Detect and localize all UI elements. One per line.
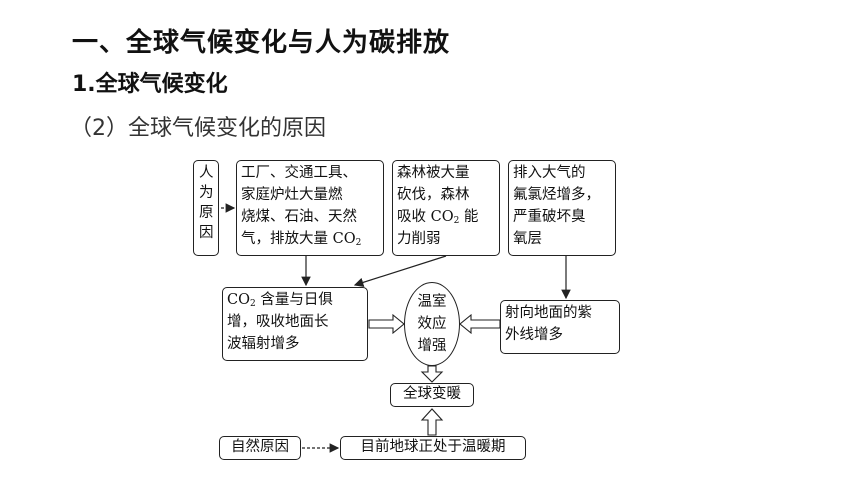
deforestation-line-3-subscript: 2 — [453, 216, 460, 226]
hollow-arrow-greenhouse-to-warming — [420, 365, 444, 383]
cfc-line-2: 氟氯烃增多， — [513, 187, 600, 203]
cfc-box: 排入大气的 氟氯烃增多， 严重破坏臭 氧层 — [508, 160, 616, 256]
uv-increase-line-1: 射向地面的紫 — [505, 305, 592, 321]
fuel-burning-line-2: 家庭炉灶大量燃 — [241, 187, 343, 203]
global-warming-box: 全球变暖 — [390, 383, 474, 407]
deforestation-box: 森林被大量 砍伐，森林 吸收 CO2 能 力削弱 — [392, 160, 500, 256]
arrow-deforestation-to-co2 — [353, 255, 447, 288]
co2-increase-line-1-subscript: 2 — [249, 299, 256, 309]
cfc-line-1: 排入大气的 — [513, 165, 586, 181]
item-title: （2）全球气候变化的原因 — [70, 116, 326, 141]
subsection-title: 1.全球气候变化 — [72, 72, 228, 97]
deforestation-line-3-text: 吸收 CO — [397, 209, 454, 225]
deforestation-line-3: 吸收 CO2 能 — [397, 206, 495, 228]
fuel-burning-line-4: 气，排放大量 CO2 — [241, 228, 379, 250]
human-causes-box: 人为原因 — [193, 160, 219, 256]
warm-period-box: 目前地球正处于温暖期 — [340, 436, 526, 460]
fuel-burning-line-1: 工厂、交通工具、 — [241, 165, 357, 181]
greenhouse-line-1: 温室 — [417, 294, 447, 310]
co2-increase-line-1-text: CO — [227, 292, 250, 308]
co2-increase-line-1-suffix: 含量与日俱 — [255, 292, 333, 308]
deforestation-line-2: 砍伐，森林 — [397, 187, 470, 203]
co2-increase-line-3: 波辐射增多 — [227, 336, 300, 352]
fuel-burning-line-3: 烧煤、石油、天然 — [241, 209, 357, 225]
deforestation-line-3-suffix: 能 — [459, 209, 479, 225]
fuel-burning-line-4-subscript: 2 — [355, 238, 362, 248]
fuel-burning-box: 工厂、交通工具、 家庭炉灶大量燃 烧煤、石油、天然 气，排放大量 CO2 — [236, 160, 384, 256]
deforestation-line-1: 森林被大量 — [397, 165, 470, 181]
hollow-arrow-co2-to-greenhouse — [368, 313, 405, 335]
hollow-arrow-warm-to-warming — [420, 408, 444, 436]
co2-increase-box: CO2 含量与日俱 增，吸收地面长 波辐射增多 — [222, 287, 368, 361]
section-title: 一、全球气候变化与人为碳排放 — [72, 28, 451, 58]
uv-increase-line-2: 外线增多 — [505, 327, 563, 343]
fuel-burning-line-4-text: 气，排放大量 CO — [241, 231, 356, 247]
cfc-line-3: 严重破坏臭 — [513, 209, 586, 225]
hollow-arrow-uv-to-greenhouse — [459, 313, 501, 335]
cfc-line-4: 氧层 — [513, 231, 542, 247]
greenhouse-line-3: 增强 — [417, 338, 447, 354]
co2-increase-line-2: 增，吸收地面长 — [227, 314, 329, 330]
warm-period-label: 目前地球正处于温暖期 — [360, 439, 506, 455]
human-causes-label: 人为原因 — [199, 165, 214, 241]
deforestation-line-4: 力削弱 — [397, 231, 441, 247]
greenhouse-effect-text: 温室 效应 增强 — [418, 291, 447, 357]
global-warming-label: 全球变暖 — [403, 386, 461, 402]
co2-increase-line-1: CO2 含量与日俱 — [227, 289, 363, 311]
greenhouse-line-2: 效应 — [417, 316, 447, 332]
natural-causes-label: 自然原因 — [231, 439, 289, 455]
uv-increase-box: 射向地面的紫 外线增多 — [500, 300, 620, 354]
natural-causes-box: 自然原因 — [219, 436, 301, 460]
